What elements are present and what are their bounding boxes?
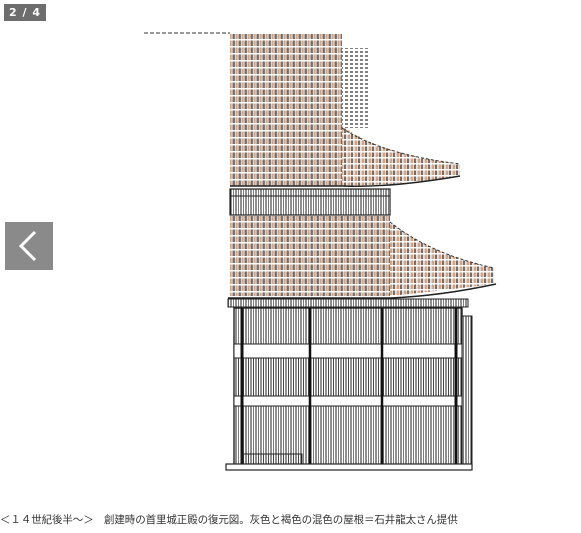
- shuri-castle-seiden-drawing: [130, 26, 510, 476]
- image-counter: 2 / 4: [4, 4, 46, 21]
- previous-image-button[interactable]: [5, 222, 53, 270]
- image-caption: ＜１４世紀後半～＞ 創建時の首里城正殿の復元図。灰色と褐色の混色の屋根＝石井龍太…: [0, 514, 458, 526]
- chevron-left-icon: [18, 230, 37, 262]
